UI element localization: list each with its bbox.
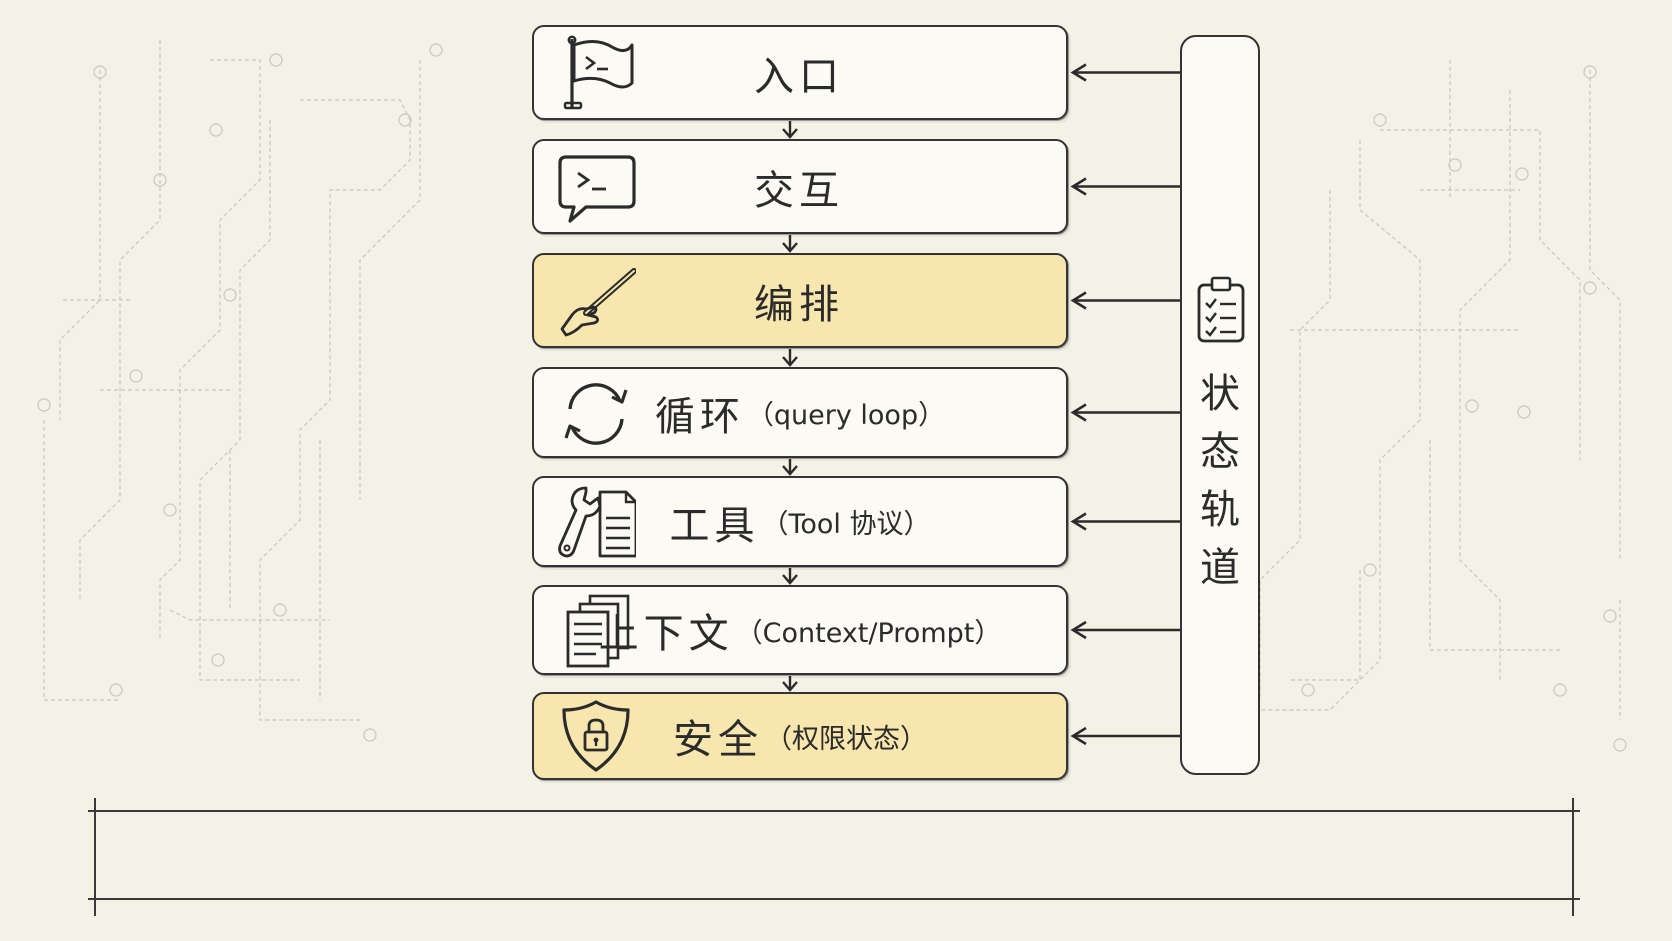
- terminal-flag-icon: [563, 35, 634, 109]
- state-rail: 状态轨道: [1180, 35, 1260, 775]
- layer-title: 交互: [754, 167, 844, 214]
- layer-interaction: 交互: [532, 139, 1068, 234]
- rail-arrow: [1070, 291, 1180, 310]
- base-platform: [88, 798, 1580, 916]
- layer-context-prompt: 上下文（Context/Prompt）: [532, 585, 1068, 675]
- down-arrow: [782, 349, 798, 367]
- layer-tool-protocol: 工具（Tool 协议）: [532, 476, 1068, 567]
- layer-subtitle: （Context/Prompt）: [735, 617, 1002, 649]
- refresh-cycle-icon: [564, 382, 628, 445]
- layer-orchestration: 编排: [532, 253, 1068, 348]
- stacked-documents-icon: [566, 594, 630, 668]
- down-arrow: [782, 235, 798, 253]
- rail-arrow: [1070, 726, 1180, 746]
- rail-arrow: [1070, 512, 1180, 531]
- conductor-baton-icon: [560, 267, 636, 336]
- layer-subtitle: （Tool 协议）: [761, 509, 931, 540]
- shield-lock-icon: [562, 700, 630, 772]
- layer-title: 循环: [654, 393, 745, 440]
- layer-entry: 入口: [532, 25, 1068, 120]
- layer-title: 入口: [754, 53, 844, 100]
- layer-title: 安全: [673, 717, 763, 763]
- layer-title: 编排: [754, 281, 844, 328]
- layer-subtitle: （query loop）: [746, 400, 946, 431]
- rail-arrow: [1070, 403, 1180, 422]
- layer-subtitle: （权限状态）: [765, 723, 927, 755]
- rail-arrow: [1070, 63, 1180, 82]
- down-arrow: [782, 459, 798, 476]
- rail-arrow: [1070, 177, 1180, 196]
- layer-security: 安全（权限状态）: [532, 692, 1068, 780]
- clipboard-checklist-icon: [1197, 276, 1245, 343]
- wrench-document-icon: [558, 486, 636, 557]
- state-rail-label: 状态轨道: [1200, 371, 1240, 591]
- down-arrow: [782, 121, 798, 139]
- down-arrow: [782, 568, 798, 585]
- terminal-chat-icon: [558, 154, 636, 223]
- layer-title: 上下文: [598, 611, 734, 657]
- layer-title: 工具: [669, 502, 760, 549]
- layer-query-loop: 循环（query loop）: [532, 367, 1068, 458]
- rail-arrow: [1070, 620, 1180, 640]
- down-arrow: [782, 676, 798, 692]
